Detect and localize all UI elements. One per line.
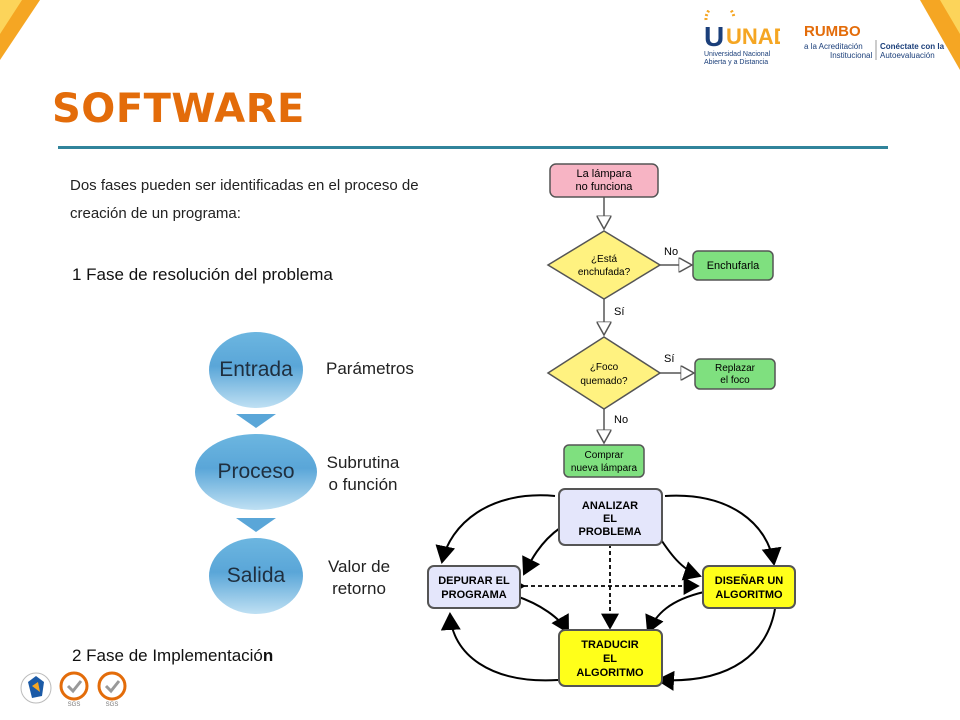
programming-cycle: ANALIZAR EL PROBLEMA DEPURAR EL PROGRAMA… [427, 488, 796, 691]
cycle-top-line1: ANALIZAR [582, 500, 638, 512]
decision1-line2: enchufada? [578, 267, 631, 278]
title-rule [58, 146, 888, 149]
step-salida: Salida [209, 538, 303, 614]
step-proceso: Proceso [195, 434, 317, 510]
lamp-flowchart: La lámpara no funciona ¿Está enchufada? … [546, 163, 776, 478]
cycle-bottom-line1: TRADUCIR [581, 639, 638, 651]
cycle-right-line2: ALGORITMO [715, 589, 783, 601]
cycle-top-line2: EL [603, 513, 617, 525]
intro-text: Dos fases pueden ser identificadas en el… [70, 177, 419, 222]
phase-2-label: 2 Fase de Implementación [72, 646, 273, 666]
cycle-bottom-line3: ALGORITMO [576, 667, 644, 679]
cycle-top-line3: PROBLEMA [579, 526, 642, 538]
svg-text:SGS: SGS [106, 702, 119, 708]
top-right-stripes [920, 0, 960, 70]
step-entrada: Entrada [209, 332, 303, 408]
desc-proceso: Subrutina o función [326, 453, 400, 494]
decision1-no-label: No [664, 246, 678, 258]
top-left-stripes [0, 0, 40, 60]
svg-text:U: U [704, 21, 724, 52]
arrow-down-1 [236, 414, 276, 428]
colombia-map-icon [20, 672, 52, 704]
rumbo-sub: a la Acreditación [804, 42, 863, 51]
action-replazar-line2: el foco [720, 375, 750, 386]
unad-subtitle-2: Abierta y a Distancia [704, 59, 768, 66]
phase-2-main: 2 Fase de Implementació [72, 646, 263, 665]
decision2-yes-label: Sí [664, 353, 674, 365]
rumbo-sub2: Institucional [830, 51, 872, 60]
cycle-bottom-line2: EL [603, 653, 617, 665]
unad-subtitle-1: Universidad Nacional [704, 51, 771, 58]
page-title: SOFTWARE [52, 86, 305, 132]
svg-text:SGS: SGS [68, 702, 81, 708]
flow-start-line2: no funciona [576, 181, 634, 193]
decision1-line1: ¿Está [591, 254, 618, 265]
flow-start-line1: La lámpara [576, 168, 632, 180]
action-enchufarla: Enchufarla [707, 260, 760, 272]
cycle-left-line1: DEPURAR EL [438, 575, 510, 587]
rumbo-logo: RUMBO a la Acreditación Institucional Co… [800, 20, 950, 64]
step-entrada-label: Entrada [219, 358, 293, 381]
decision2-line2: quemado? [580, 376, 628, 387]
sgs-certification-icon: SGS [59, 671, 89, 708]
rumbo-wordmark: RUMBO [804, 23, 861, 40]
decision2-line1: ¿Foco [590, 362, 619, 373]
phase-1-label: 1 Fase de resolución del problema [72, 265, 333, 284]
cycle-left-line2: PROGRAMA [441, 589, 506, 601]
action-comprar-line2: nueva lámpara [571, 463, 638, 474]
desc-salida: Valor de retorno [327, 557, 391, 598]
conectate-1: Conéctate con la [880, 42, 945, 51]
phase-2-bold: n [262, 646, 274, 665]
cycle-right-line1: DISEÑAR UN [715, 574, 784, 587]
desc-entrada: Parámetros [326, 359, 414, 378]
arrow-down-2 [236, 518, 276, 532]
step-proceso-label: Proceso [217, 460, 295, 483]
unad-logo: U UNAD Universidad Nacional Abierta y a … [700, 3, 790, 68]
action-replazar-line1: Replazar [715, 363, 756, 374]
decision1-yes-label: Sí [614, 306, 624, 318]
step-salida-label: Salida [226, 564, 286, 587]
action-comprar-line1: Comprar [585, 450, 625, 461]
sgs-certification-icon-2: SGS [97, 671, 127, 708]
unad-wordmark: UNAD [726, 24, 780, 49]
decision2-no-label: No [614, 414, 628, 426]
footer-logos: SGS SGS [20, 671, 127, 708]
conectate-2: Autoevaluación [880, 51, 935, 60]
